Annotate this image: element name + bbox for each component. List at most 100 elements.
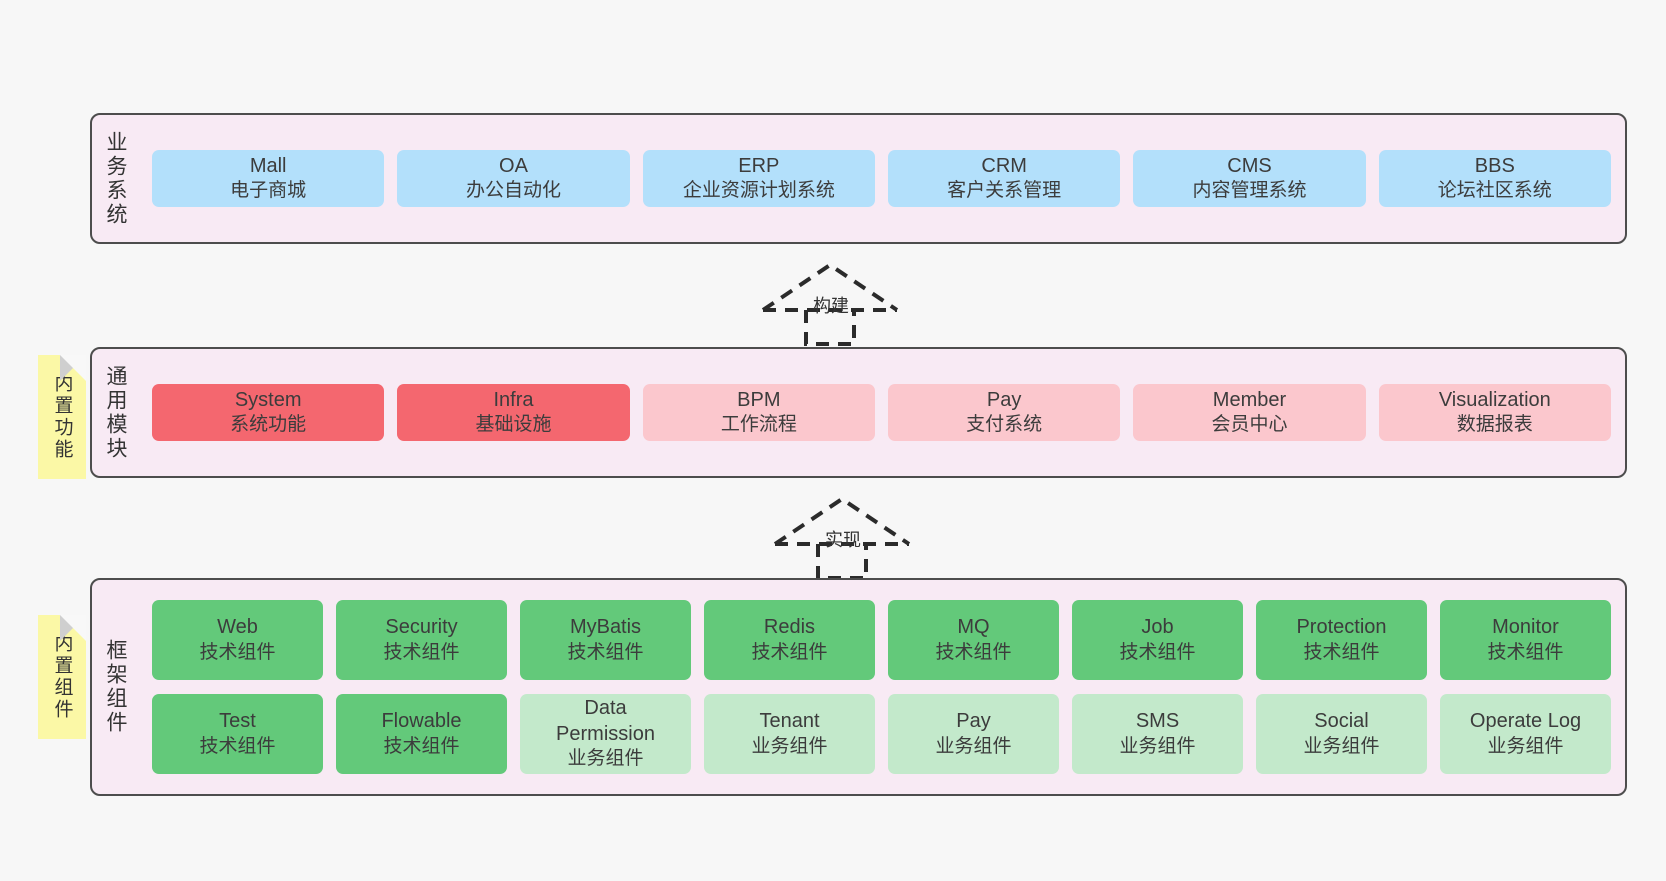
box-title: Protection [1296,616,1387,639]
box-title: Job [1141,616,1174,639]
box-title: CMS [1227,154,1272,177]
component-box-operate-log[interactable]: Operate Log 业务组件 [1440,694,1611,774]
component-box-data-permission[interactable]: Data Permission 业务组件 [520,694,691,774]
box-title: Pay [986,388,1022,411]
box-subtitle: 电子商城 [230,180,307,202]
box-subtitle: 支付系统 [966,414,1043,436]
box-title: Test [219,710,256,733]
box-subtitle: 系统功能 [230,414,307,436]
component-box-web[interactable]: Web 技术组件 [152,600,323,680]
module-box-pay[interactable]: Pay 支付系统 [887,383,1121,442]
box-subtitle: 企业资源计划系统 [682,180,835,202]
module-box-member[interactable]: Member 会员中心 [1133,383,1366,442]
layer-title-framework-components: 框架组件 [104,639,128,735]
box-subtitle: 技术组件 [1487,641,1564,663]
box-subtitle: 内容管理系统 [1192,180,1307,202]
box-title: Member [1212,388,1287,411]
component-box-tenant[interactable]: Tenant 业务组件 [704,694,875,774]
module-box-bpm[interactable]: BPM 工作流程 [642,383,875,442]
box-title: Data Permission [556,697,655,745]
box-title: BPM [737,388,781,411]
box-title: Tenant [759,710,820,733]
box-subtitle: 数据报表 [1456,414,1533,436]
box-subtitle: 技术组件 [1303,641,1380,663]
layer-title-common-modules: 通用模块 [104,364,128,461]
box-title: Pay [956,710,991,733]
business-box-bbs[interactable]: BBS 论坛社区系统 [1378,149,1611,208]
box-title: Monitor [1492,616,1559,639]
box-title: ERP [738,154,780,177]
layer-business-system: 业务系统 Mall 电子商城 OA 办公自动化 ERP 企业资源计划系统 CRM… [90,113,1627,244]
box-subtitle: 技术组件 [751,641,828,663]
box-title: Operate Log [1469,710,1582,733]
box-row: Mall 电子商城 OA 办公自动化 ERP 企业资源计划系统 CRM 客户关系… [152,149,1611,208]
box-title: Security [385,616,458,639]
box-subtitle: 业务组件 [1119,735,1196,757]
box-title: SMS [1135,710,1180,733]
component-box-test[interactable]: Test 技术组件 [152,694,323,774]
box-subtitle: 工作流程 [720,414,797,436]
layer-body-common-modules: System 系统功能 Infra 基础设施 BPM 工作流程 Pay 支付系统… [138,349,1625,476]
note-fold-icon [60,615,86,641]
layer-body-framework-components: Web 技术组件 Security 技术组件 MyBatis 技术组件 Redi… [138,580,1625,794]
module-box-system[interactable]: System 系统功能 [152,383,385,442]
component-box-security[interactable]: Security 技术组件 [336,600,507,680]
module-box-visualization[interactable]: Visualization 数据报表 [1378,383,1611,442]
box-subtitle: 技术组件 [199,641,276,663]
business-box-erp[interactable]: ERP 企业资源计划系统 [642,149,875,208]
box-title: CRM [981,154,1027,177]
component-box-sms[interactable]: SMS 业务组件 [1072,694,1243,774]
box-subtitle: 会员中心 [1211,414,1288,436]
note-text: 内置组件 [51,633,73,721]
box-subtitle: 业务组件 [751,735,828,757]
business-box-mall[interactable]: Mall 电子商城 [152,149,385,208]
box-title: Social [1314,710,1369,733]
business-box-crm[interactable]: CRM 客户关系管理 [887,149,1121,208]
box-subtitle: 客户关系管理 [947,180,1062,202]
box-row: Test 技术组件 Flowable 技术组件 Data Permission … [152,694,1611,774]
business-box-oa[interactable]: OA 办公自动化 [397,149,630,208]
component-box-job[interactable]: Job 技术组件 [1072,600,1243,680]
component-box-redis[interactable]: Redis 技术组件 [704,600,875,680]
box-subtitle: 业务组件 [567,748,644,770]
module-box-infra[interactable]: Infra 基础设施 [397,383,630,442]
box-title: Web [217,616,258,639]
box-subtitle: 业务组件 [935,735,1012,757]
component-box-flowable[interactable]: Flowable 技术组件 [336,694,507,774]
box-title: OA [499,154,528,177]
box-subtitle: 论坛社区系统 [1437,180,1552,202]
layer-common-modules: 通用模块 System 系统功能 Infra 基础设施 BPM 工作流程 Pay… [90,347,1627,478]
box-subtitle: 技术组件 [1119,641,1196,663]
box-subtitle: 技术组件 [935,641,1012,663]
box-subtitle: 业务组件 [1487,735,1564,757]
box-title: Infra [493,388,534,411]
layer-framework-components: 框架组件 Web 技术组件 Security 技术组件 MyBatis 技术组件… [90,578,1627,796]
component-box-mybatis[interactable]: MyBatis 技术组件 [520,600,691,680]
box-title: System [234,388,302,411]
box-title: Mall [249,154,287,177]
connector-build-label: 构建 [813,296,849,316]
box-subtitle: 业务组件 [1303,735,1380,757]
box-subtitle: 技术组件 [567,641,644,663]
connector-implement-label: 实现 [825,530,861,550]
note-text: 内置功能 [51,373,73,461]
box-subtitle: 技术组件 [199,735,276,757]
note-fold-icon [60,355,86,381]
layer-title-business-system: 业务系统 [104,130,128,227]
sticky-note-builtin-components: 内置组件 [38,615,86,739]
component-box-mq[interactable]: MQ 技术组件 [888,600,1059,680]
component-box-social[interactable]: Social 业务组件 [1256,694,1427,774]
box-subtitle: 技术组件 [383,735,460,757]
layer-body-business-system: Mall 电子商城 OA 办公自动化 ERP 企业资源计划系统 CRM 客户关系… [138,115,1625,242]
box-subtitle: 基础设施 [475,414,552,436]
box-title: Flowable [381,710,462,733]
component-box-protection[interactable]: Protection 技术组件 [1256,600,1427,680]
box-title: MQ [957,616,990,639]
component-box-monitor[interactable]: Monitor 技术组件 [1440,600,1611,680]
business-box-cms[interactable]: CMS 内容管理系统 [1133,149,1366,208]
component-box-pay[interactable]: Pay 业务组件 [888,694,1059,774]
box-title: MyBatis [569,616,642,639]
box-title: Redis [763,616,816,639]
box-subtitle: 办公自动化 [465,180,561,202]
sticky-note-builtin-features: 内置功能 [38,355,86,479]
